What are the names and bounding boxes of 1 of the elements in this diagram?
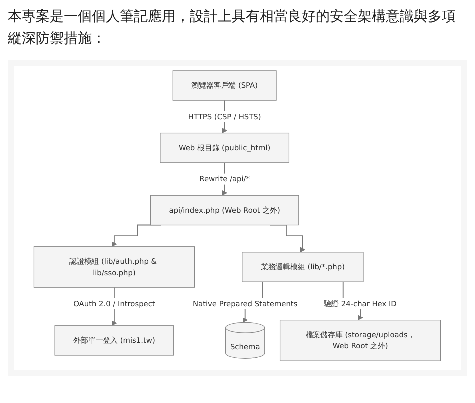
- intro-paragraph: 本專案是一個個人筆記應用，設計上具有相當良好的安全架構意識與多項縱深防禦措施：: [7, 8, 457, 49]
